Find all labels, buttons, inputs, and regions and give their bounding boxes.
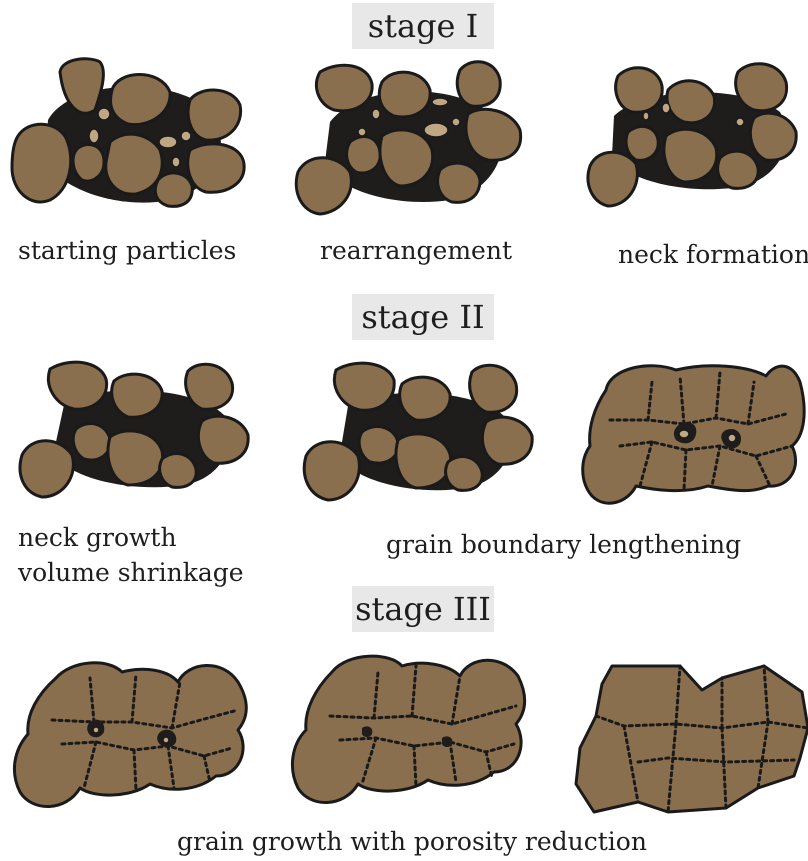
caption-starting-particles: starting particles [18,236,236,266]
caption-rearrangement: rearrangement [320,236,512,266]
starting-particles-diagram [0,50,260,220]
stage-3-diagram-1 [12,658,256,816]
stage-3-diagram-3 [572,662,808,818]
stage-1-label: stage I [352,3,494,49]
neck-formation-diagram [584,56,808,216]
neck-growth-diagram [14,355,260,515]
caption-grain-boundary-lengthening: grain boundary lengthening [386,530,741,560]
rearrangement-diagram [290,52,530,222]
stage-3-diagram-2 [292,652,532,814]
grain-boundary-diagram-2 [580,362,808,516]
caption-grain-growth: grain growth with porosity reduction [177,827,647,857]
stage-3-label: stage III [352,586,494,632]
caption-volume-shrinkage: volume shrinkage [18,558,244,588]
stage-2-label: stage II [352,294,494,340]
caption-neck-growth: neck growth [18,523,177,553]
caption-neck-formation: neck formation [618,240,808,270]
grain-boundary-diagram-1 [300,358,540,516]
